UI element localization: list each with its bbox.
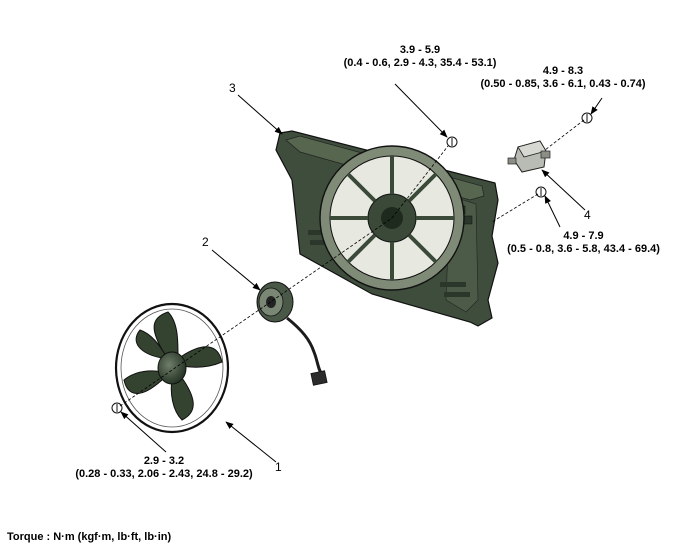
callout-1: 1	[275, 460, 282, 474]
fan-motor	[256, 281, 328, 386]
fan-resistor	[507, 140, 551, 173]
torque-units: (0.5 - 0.8, 3.6 - 5.8, 43.4 - 69.4)	[507, 243, 660, 255]
callout-3: 3	[229, 81, 236, 95]
bolt-resistor-lower	[535, 186, 547, 198]
torque-resistor-upper: 4.9 - 8.3 (0.50 - 0.85, 3.6 - 6.1, 0.43 …	[458, 65, 668, 91]
callout-2: 2	[202, 235, 209, 249]
torque-shroud-bolt: 3.9 - 5.9 (0.4 - 0.6, 2.9 - 4.3, 35.4 - …	[304, 44, 536, 70]
torque-units: (0.4 - 0.6, 2.9 - 4.3, 35.4 - 53.1)	[343, 57, 497, 69]
torque-units: (0.50 - 0.85, 3.6 - 6.1, 0.43 - 0.74)	[480, 78, 646, 90]
torque-fan-nut: 2.9 - 3.2 (0.28 - 0.33, 2.06 - 2.43, 24.…	[50, 455, 278, 481]
bolt-resistor-upper	[581, 112, 593, 124]
torque-value: 4.9 - 8.3	[542, 65, 584, 77]
leader-lines	[120, 83, 603, 463]
torque-units-legend: Torque : N·m (kgf·m, lb·ft, lb·in)	[7, 531, 172, 543]
torque-value: 2.9 - 3.2	[143, 455, 185, 467]
torque-resistor-lower: 4.9 - 7.9 (0.5 - 0.8, 3.6 - 5.8, 43.4 - …	[488, 230, 679, 256]
assembly-lines	[119, 119, 585, 407]
cooling-fan	[114, 302, 230, 434]
fan-shroud	[275, 130, 499, 327]
callout-4: 4	[584, 208, 591, 222]
torque-units: (0.28 - 0.33, 2.06 - 2.43, 24.8 - 29.2)	[75, 468, 253, 480]
torque-value: 3.9 - 5.9	[399, 44, 441, 56]
torque-value: 4.9 - 7.9	[563, 230, 604, 242]
bolt-shroud	[446, 136, 458, 148]
fan-nut	[111, 402, 123, 414]
